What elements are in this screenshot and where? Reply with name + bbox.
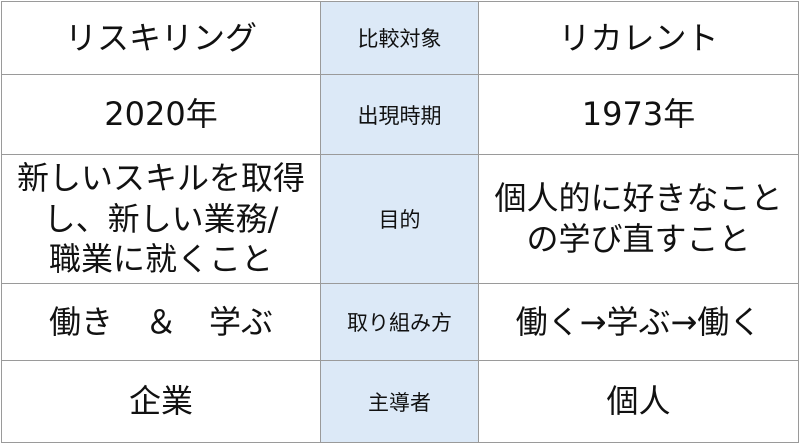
right-cell-emergence-date: 1973年 [479,75,799,155]
right-cell-compare-target: リカレント [479,1,799,75]
left-cell-purpose: 新しいスキルを取得 し、新しい業務/ 職業に就くこと [1,155,321,284]
left-cell-compare-target: リスキリング [1,1,321,75]
label-cell-approach: 取り組み方 [321,284,479,361]
left-cell-emergence-date: 2020年 [1,75,321,155]
right-cell-leader: 個人 [479,361,799,443]
label-cell-emergence-date: 出現時期 [321,75,479,155]
label-cell-compare-target: 比較対象 [321,1,479,75]
right-cell-approach: 働く→学ぶ→働く [479,284,799,361]
left-cell-leader: 企業 [1,361,321,443]
left-cell-approach: 働き ＆ 学ぶ [1,284,321,361]
label-cell-leader: 主導者 [321,361,479,443]
right-cell-purpose: 個人的に好きなこと の学び直すこと [479,155,799,284]
label-cell-purpose: 目的 [321,155,479,284]
